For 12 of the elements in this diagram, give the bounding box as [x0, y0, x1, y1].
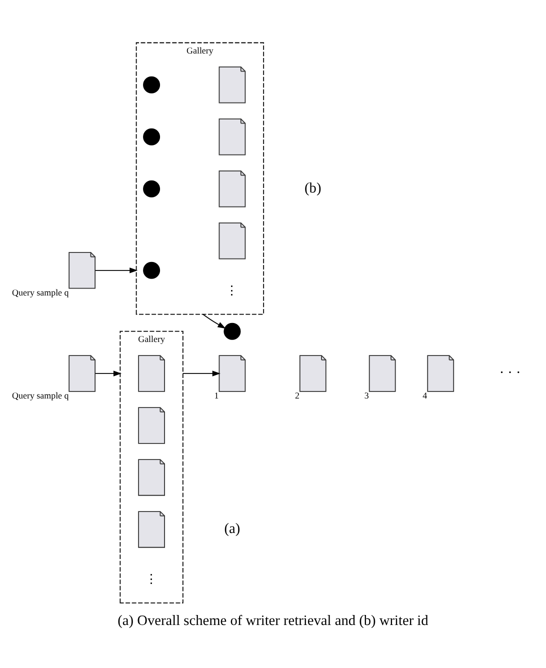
node-label: Query sample q — [12, 287, 69, 298]
label: ⋮ — [226, 282, 239, 297]
caption: (a) Overall scheme of writer retrieval and (b) writer id — [118, 612, 428, 629]
label: (b) — [304, 180, 322, 196]
label: ⋮ — [145, 571, 158, 586]
node-label: 1 — [214, 390, 219, 400]
node-label: 4 — [422, 390, 428, 400]
label: · · · — [499, 364, 521, 380]
label: (a) — [224, 520, 240, 536]
node-label: Query sample q — [12, 390, 69, 400]
node-label: 3 — [364, 390, 369, 400]
node-label: 2 — [294, 390, 300, 400]
